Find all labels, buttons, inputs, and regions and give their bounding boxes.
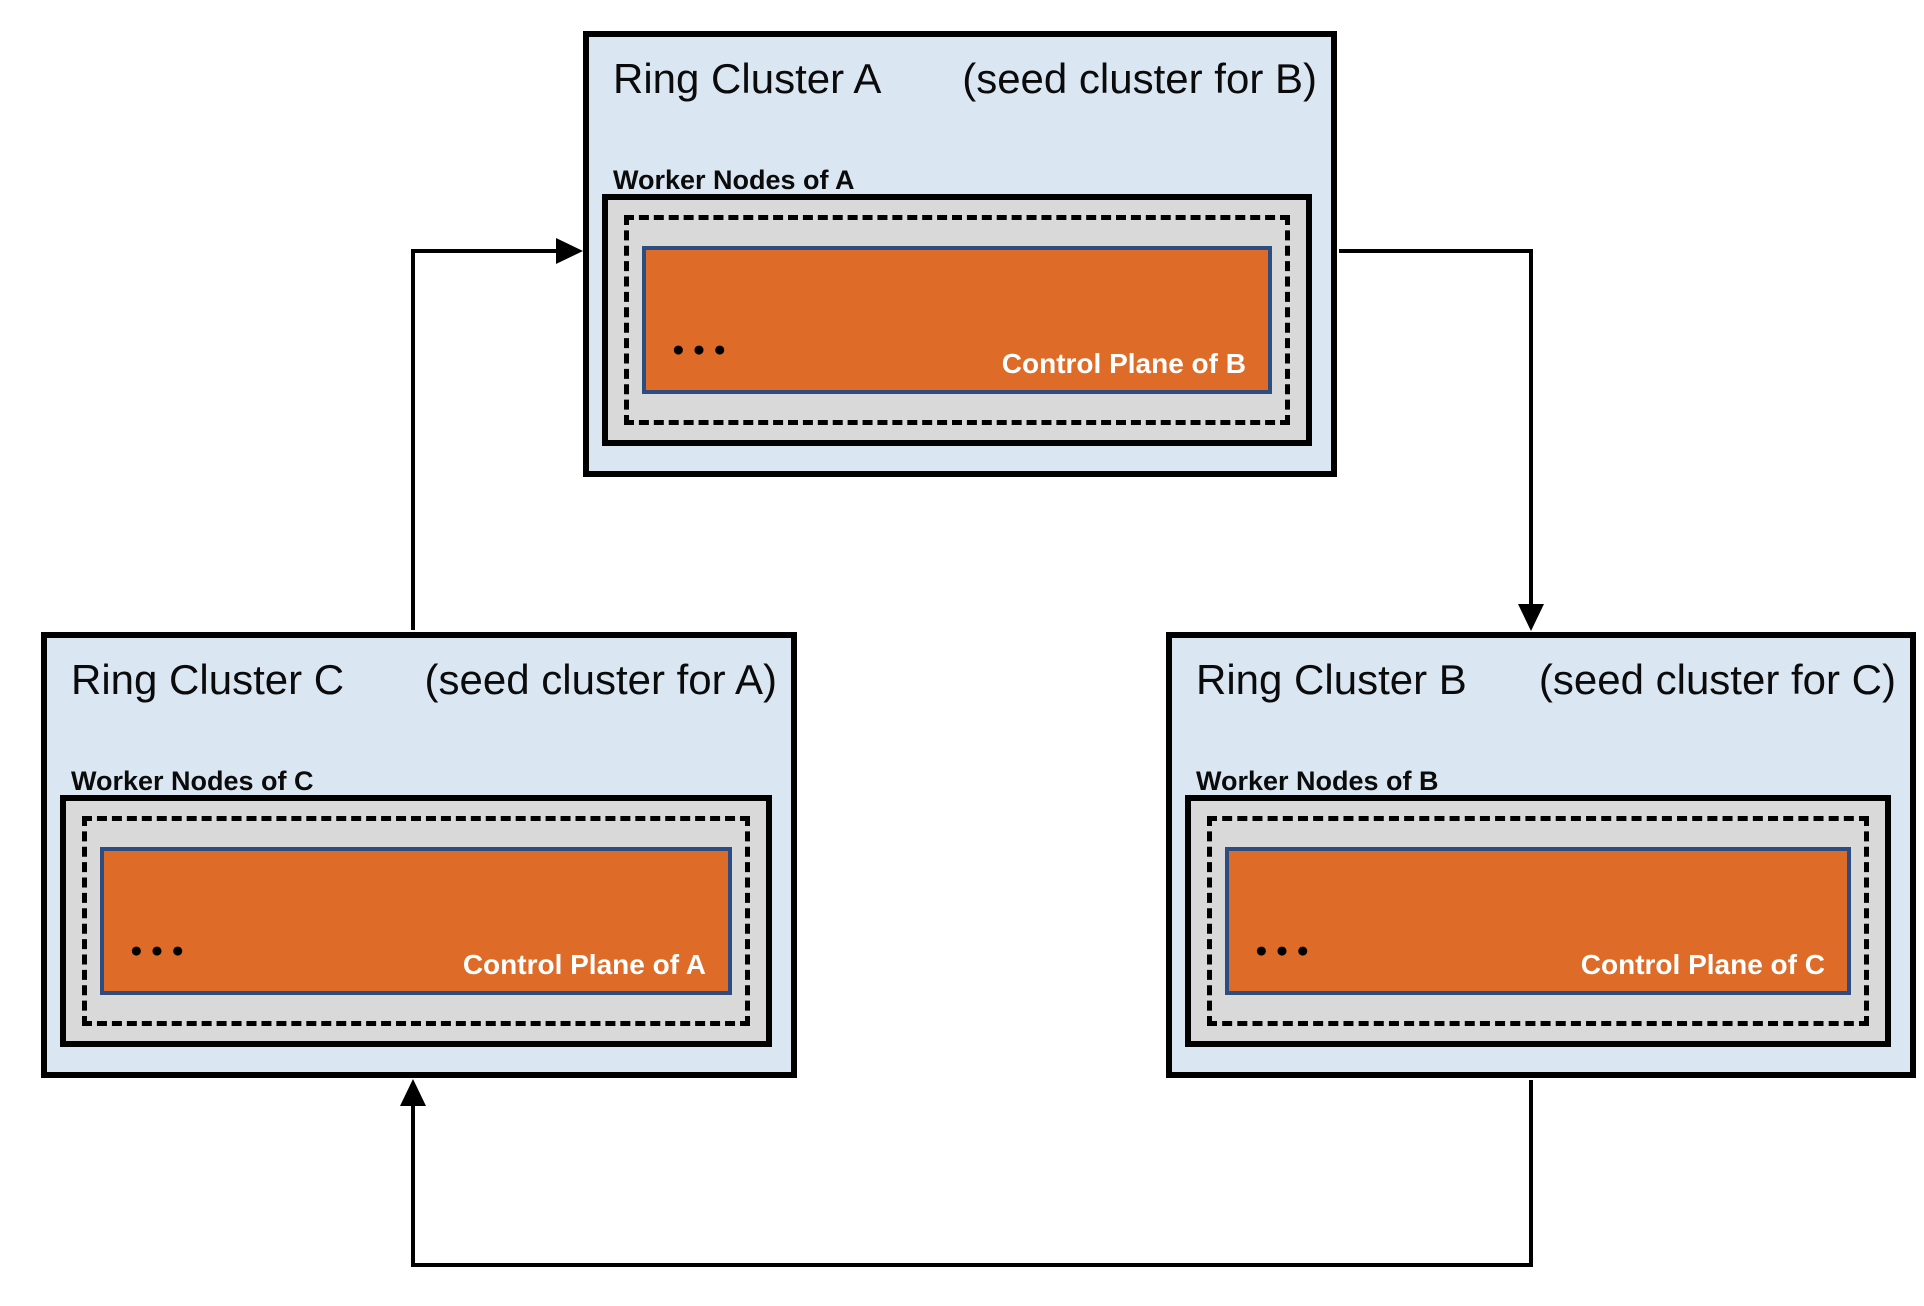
cluster-b-control-plane-label: Control Plane of C: [1580, 949, 1825, 981]
cluster-b-dashed-node-group: ●●● Control Plane of C: [1207, 816, 1869, 1026]
ellipsis-dots-icon: ●●●: [1255, 939, 1318, 962]
cluster-b-worker-node-pool: ●●● Control Plane of C: [1185, 795, 1891, 1047]
cluster-c-dashed-node-group: ●●● Control Plane of A: [82, 816, 750, 1026]
cluster-box-a: Ring Cluster A (seed cluster for B) Work…: [583, 31, 1337, 477]
cluster-a-dashed-node-group: ●●● Control Plane of B: [624, 215, 1290, 425]
ellipsis-dots-icon: ●●●: [130, 939, 193, 962]
cluster-c-worker-nodes-label: Worker Nodes of C: [71, 766, 314, 796]
cluster-a-worker-node-pool: ●●● Control Plane of B: [602, 194, 1312, 446]
arrow-b-to-c: [411, 1080, 1533, 1267]
cluster-b-title: Ring Cluster B: [1196, 656, 1467, 703]
cluster-c-hosted-control-plane: ●●● Control Plane of A: [100, 847, 732, 995]
arrowhead-a-to-b-icon: [1518, 604, 1544, 631]
cluster-c-title: Ring Cluster C: [71, 656, 345, 703]
arrow-a-to-b: [1339, 249, 1533, 606]
cluster-c-seed-note: (seed cluster for A): [424, 656, 777, 703]
cluster-a-title: Ring Cluster A: [613, 55, 882, 102]
cluster-c-title-row: Ring Cluster C (seed cluster for A): [47, 638, 791, 707]
cluster-a-seed-note: (seed cluster for B): [962, 55, 1317, 102]
cluster-b-hosted-control-plane: ●●● Control Plane of C: [1225, 847, 1851, 995]
cluster-b-title-row: Ring Cluster B (seed cluster for C): [1172, 638, 1910, 707]
cluster-c-control-plane-label: Control Plane of A: [462, 949, 706, 981]
arrow-c-to-a: [411, 249, 559, 630]
ellipsis-dots-icon: ●●●: [672, 338, 735, 361]
cluster-b-seed-note: (seed cluster for C): [1538, 656, 1896, 703]
arrowhead-c-to-a-icon: [556, 238, 583, 264]
cluster-b-worker-nodes-label: Worker Nodes of B: [1196, 766, 1439, 796]
arrowhead-b-to-c-icon: [400, 1079, 426, 1106]
cluster-c-worker-node-pool: ●●● Control Plane of A: [60, 795, 772, 1047]
cluster-a-control-plane-label: Control Plane of B: [1001, 348, 1246, 380]
cluster-a-worker-nodes-label: Worker Nodes of A: [613, 165, 855, 195]
cluster-box-b: Ring Cluster B (seed cluster for C) Work…: [1166, 632, 1916, 1078]
cluster-a-hosted-control-plane: ●●● Control Plane of B: [642, 246, 1272, 394]
cluster-box-c: Ring Cluster C (seed cluster for A) Work…: [41, 632, 797, 1078]
cluster-a-title-row: Ring Cluster A (seed cluster for B): [589, 37, 1331, 106]
